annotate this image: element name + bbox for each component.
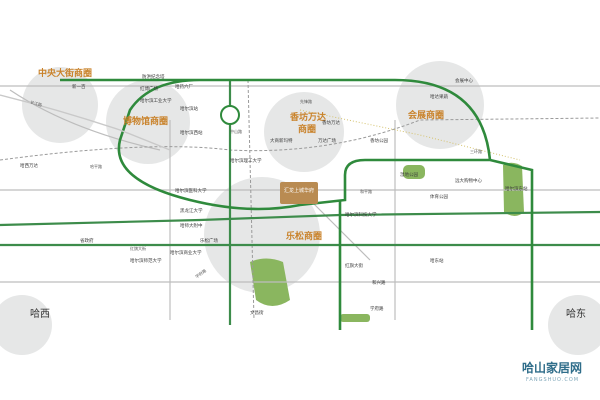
poi-label: 香坊万达 bbox=[322, 121, 340, 126]
poi-label: 哈西万达 bbox=[20, 164, 38, 169]
project-block[interactable]: 汇龙上城华府 bbox=[280, 182, 318, 204]
poi-label: 哈尔滨科技大学 bbox=[345, 213, 377, 218]
road-label: 三环路 bbox=[470, 149, 482, 154]
district-label-lesong: 乐松商圈 bbox=[286, 232, 323, 242]
poi-label: 省政府 bbox=[80, 239, 94, 244]
poi-label: 红旗大街 bbox=[345, 264, 363, 269]
road-label: 先锋路 bbox=[300, 99, 312, 104]
poi-label: 哈尔滨师范大学 bbox=[130, 259, 162, 264]
poi-label: 哈尔滨商业大学 bbox=[170, 251, 202, 256]
metro-line-1 bbox=[247, 79, 255, 321]
poi-label: 文昌街 bbox=[250, 311, 264, 316]
poi-label: 大商新玛特 bbox=[270, 139, 293, 144]
poi-label: 哈尔滨理工大学 bbox=[230, 159, 262, 164]
road-secondary-7 bbox=[9, 89, 161, 151]
district-bubble-museum bbox=[106, 80, 190, 164]
poi-label: 远大购物中心 bbox=[455, 179, 482, 184]
district-label-xiangfang-2: 商圈 bbox=[298, 125, 317, 135]
district-bubble-haxi bbox=[0, 295, 52, 355]
district-label-xiangfang: 香坊万达 bbox=[290, 113, 327, 123]
poi-label: 哈达果蔬 bbox=[430, 95, 448, 100]
junction-circle bbox=[220, 105, 240, 125]
poi-label: 新一百 bbox=[72, 85, 86, 90]
district-bubble-xiangfang bbox=[264, 92, 344, 172]
road-label: 红旗大街 bbox=[130, 246, 146, 251]
green-area-park-center bbox=[403, 165, 425, 179]
poi-label: 香坊公园 bbox=[370, 139, 388, 144]
poi-label: 哈尔滨西站 bbox=[180, 131, 203, 136]
district-label-central: 中央大街商圈 bbox=[38, 69, 93, 79]
district-label-expo: 会展商圈 bbox=[408, 111, 445, 121]
poi-label: 湿地公园 bbox=[400, 173, 418, 178]
poi-label: 防洪纪念塔 bbox=[142, 75, 165, 80]
poi-label: 乐松广场 bbox=[200, 239, 218, 244]
district-label-haxi: 哈西 bbox=[30, 309, 50, 320]
poi-label: 万达广场 bbox=[318, 139, 336, 144]
poi-label: 体育公园 bbox=[430, 195, 448, 200]
road-label: 中山路 bbox=[230, 129, 242, 134]
poi-label: 红博广场 bbox=[140, 87, 158, 92]
green-area-park-east bbox=[503, 162, 524, 216]
poi-label: 哈东站 bbox=[430, 259, 444, 264]
poi-label: 哈尔滨东站 bbox=[505, 187, 528, 192]
poi-label: 和兴路 bbox=[372, 281, 386, 286]
road-northwest bbox=[0, 94, 171, 151]
watermark-subtitle: FANGSHUO.COM bbox=[526, 377, 580, 383]
ring-road bbox=[60, 78, 534, 330]
district-bubble-expo bbox=[396, 61, 484, 149]
road-label: 和平路 bbox=[360, 189, 372, 194]
watermark-logo: 哈山家居网 bbox=[522, 361, 583, 375]
green-area-park-south2 bbox=[340, 314, 370, 322]
project-label: 汇龙上城华府 bbox=[283, 188, 314, 194]
district-label-museum: 博物馆商圈 bbox=[123, 117, 169, 127]
poi-label: 哈药六厂 bbox=[175, 85, 193, 90]
district-label-hadong: 哈东 bbox=[566, 309, 586, 320]
poi-label: 会展中心 bbox=[455, 79, 473, 84]
poi-label: 哈尔滨医科大学 bbox=[175, 189, 207, 194]
road-label: 哈平路 bbox=[90, 164, 102, 169]
poi-label: 学府路 bbox=[370, 307, 384, 312]
poi-label: 哈师大附中 bbox=[180, 224, 203, 229]
poi-label: 哈尔滨站 bbox=[180, 107, 198, 112]
poi-label: 哈尔滨工业大学 bbox=[140, 99, 172, 104]
district-bubble-hadong bbox=[548, 295, 600, 355]
road-main-2 bbox=[0, 210, 600, 227]
poi-label: 黑龙江大学 bbox=[180, 209, 203, 214]
